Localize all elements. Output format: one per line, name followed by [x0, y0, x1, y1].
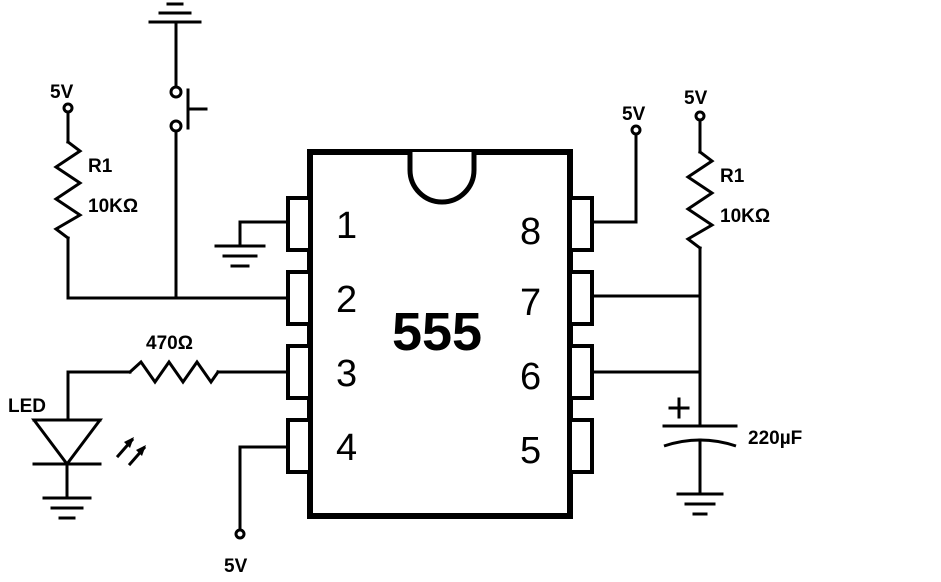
- label-r1-right-value: 10KΩ: [720, 206, 770, 227]
- pin-3-stub: [286, 344, 312, 400]
- pin-5-stub: [568, 418, 594, 474]
- vcc-net: 5V: [590, 104, 646, 224]
- trigger-net: 5V R1 10KΩ: [50, 2, 290, 300]
- resistor-470: [127, 359, 221, 385]
- ic-pins: 1 2 3 4 8 7 6 5: [286, 196, 594, 474]
- label-5v-left: 5V: [50, 82, 74, 103]
- ic-body: [307, 149, 573, 519]
- label-5v-pin8: 5V: [622, 104, 646, 125]
- terminal-5v-pin8: [630, 124, 642, 136]
- pin-6-stub: [568, 344, 594, 400]
- ic-label: 555: [392, 302, 482, 362]
- label-r1-left-name: R1: [88, 156, 113, 177]
- resistor-r1-right: [685, 149, 715, 251]
- pin-6-number: 6: [520, 356, 541, 398]
- label-5v-pin4: 5V: [224, 556, 248, 577]
- pin-4-stub: [286, 418, 312, 474]
- resistor-r1-left: [53, 139, 83, 241]
- pin-2-stub: [286, 270, 312, 326]
- pin-1-number: 1: [336, 205, 357, 247]
- label-r1-left-value: 10KΩ: [88, 196, 138, 217]
- led-diode: [31, 418, 147, 467]
- label-470: 470Ω: [146, 333, 193, 354]
- pin-8-number: 8: [520, 211, 541, 253]
- pin-3-number: 3: [336, 353, 357, 395]
- label-r1-right-name: R1: [720, 166, 745, 187]
- reset-net: 5V: [224, 445, 290, 577]
- pushbutton-switch: [148, 2, 208, 133]
- label-led: LED: [8, 396, 46, 417]
- pin-2-number: 2: [336, 279, 357, 321]
- pin-7-number: 7: [520, 282, 541, 324]
- output-net: 470Ω LED: [8, 333, 290, 520]
- timing-net: 5V R1 10KΩ 220µF: [590, 88, 802, 516]
- pin-4-number: 4: [336, 427, 357, 469]
- ic-notch: [407, 152, 477, 205]
- pin-5-number: 5: [520, 430, 541, 472]
- ic-555: 555: [307, 149, 573, 519]
- pin-7-stub: [568, 270, 594, 326]
- terminal-5v-pin4: [234, 528, 246, 540]
- label-capacitor: 220µF: [748, 428, 802, 449]
- label-5v-right: 5V: [684, 88, 708, 109]
- pin-1-stub: [286, 196, 312, 252]
- pin1-ground-net: [214, 220, 290, 268]
- pin-8-stub: [568, 196, 594, 252]
